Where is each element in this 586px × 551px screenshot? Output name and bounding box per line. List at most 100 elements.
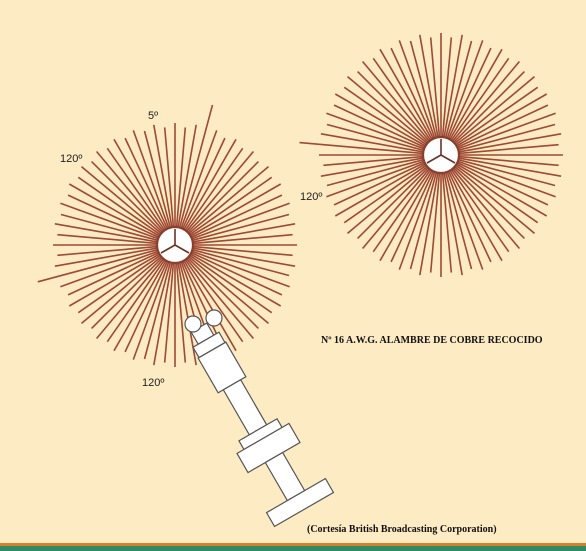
radial-wire [60, 250, 159, 288]
radial-wire [153, 262, 173, 366]
radial-wire [447, 47, 492, 140]
radial-wire [320, 157, 424, 177]
radial-wire [334, 163, 426, 217]
radial-wire [419, 34, 439, 138]
radial-wire [357, 167, 429, 239]
radial-wire [60, 202, 159, 240]
radial-wire [409, 172, 438, 270]
radial-wire [175, 127, 187, 228]
radial-wire [343, 164, 427, 224]
radial-wire [77, 176, 161, 236]
radial-wire [346, 75, 428, 145]
radial-wire [185, 258, 255, 340]
radial-wire [454, 165, 536, 235]
radial-wire [80, 165, 162, 235]
radial-wire [320, 133, 424, 153]
radial-wire [346, 165, 428, 235]
radial-wire [390, 47, 435, 140]
radial-wire [188, 165, 270, 235]
radial-wire [113, 260, 167, 352]
footer-bar-green [0, 546, 586, 551]
radial-wire [67, 194, 160, 239]
radial-wire [357, 71, 429, 143]
radial-wire [372, 57, 432, 141]
radial-wire [54, 223, 158, 243]
radial-wire [451, 168, 521, 250]
radial-wire [183, 138, 237, 230]
radial-wire [454, 75, 536, 145]
radial-wire [334, 93, 426, 147]
radial-wire [143, 130, 172, 228]
radial-wire [106, 259, 166, 343]
right-angle-label-left: 120º [300, 191, 322, 203]
radial-wire [178, 104, 214, 228]
radial-wire [163, 127, 175, 228]
radial-wire [398, 40, 436, 139]
radial-wire [183, 260, 237, 352]
radial-wire [326, 160, 425, 198]
radial-wire [443, 34, 463, 138]
radial-wire [124, 260, 169, 353]
radial-wire [124, 137, 169, 230]
radial-wire [184, 259, 244, 343]
radial-wire [68, 253, 160, 307]
radial-wire [190, 253, 282, 307]
radial-wire [132, 130, 170, 229]
radial-wire [458, 158, 556, 187]
radial-wire [455, 164, 539, 224]
radial-wire [153, 124, 173, 228]
radial-wire [409, 40, 438, 138]
radial-wire [77, 254, 161, 314]
radial-wire [457, 112, 556, 150]
radial-wire [458, 123, 556, 152]
radial-wire [458, 133, 562, 153]
radial-wire [192, 223, 296, 243]
left-angle-label-upper-left: 120º [60, 153, 82, 165]
radial-wire [68, 183, 160, 237]
radial-wire [163, 262, 175, 363]
radial-wire [175, 262, 187, 363]
radial-wire [188, 255, 270, 325]
radial-wire [177, 124, 197, 228]
radial-wire [187, 161, 259, 233]
radial-wire [91, 257, 163, 329]
radial-wire [429, 37, 441, 138]
radial-wire [444, 40, 473, 138]
radial-wire [379, 48, 433, 140]
radial-wire [379, 170, 433, 262]
radial-wire [190, 183, 282, 237]
radial-wire [106, 147, 166, 231]
radial-wire [95, 150, 165, 232]
radial-wire [189, 176, 273, 236]
radial-wire [326, 158, 424, 187]
credit-caption: (Cortesía British Broadcasting Corporati… [307, 524, 497, 535]
radial-wire [95, 258, 165, 340]
radial-wire [191, 250, 290, 288]
left-angle-label-bottom: 120º [142, 377, 164, 389]
radial-wire [390, 170, 435, 263]
radial-wire [187, 257, 259, 329]
radial-wire [190, 194, 283, 239]
radial-wire [419, 172, 439, 276]
radial-wire [326, 123, 424, 152]
radial-wire [446, 171, 484, 270]
footer-bar [0, 543, 586, 551]
radial-wire [326, 112, 425, 150]
radial-wire [57, 233, 158, 245]
radial-wire [449, 48, 503, 140]
radial-wire [446, 40, 484, 139]
radial-wire [299, 141, 424, 155]
radial-wire [458, 155, 559, 167]
radial-wire [80, 255, 162, 325]
left-insulator [184, 315, 202, 333]
radial-wire [91, 161, 163, 233]
radial-wire [372, 169, 432, 253]
wire-spec-caption: Nº 16 A.W.G. ALAMBRE DE COBRE RECOCIDO [321, 335, 543, 346]
left-angle-label-top: 5º [148, 110, 158, 122]
radial-wire [184, 147, 244, 231]
radial-wire [57, 245, 158, 257]
radial-wire [398, 171, 436, 270]
radial-wire [192, 247, 296, 267]
radial-wire [192, 233, 293, 245]
